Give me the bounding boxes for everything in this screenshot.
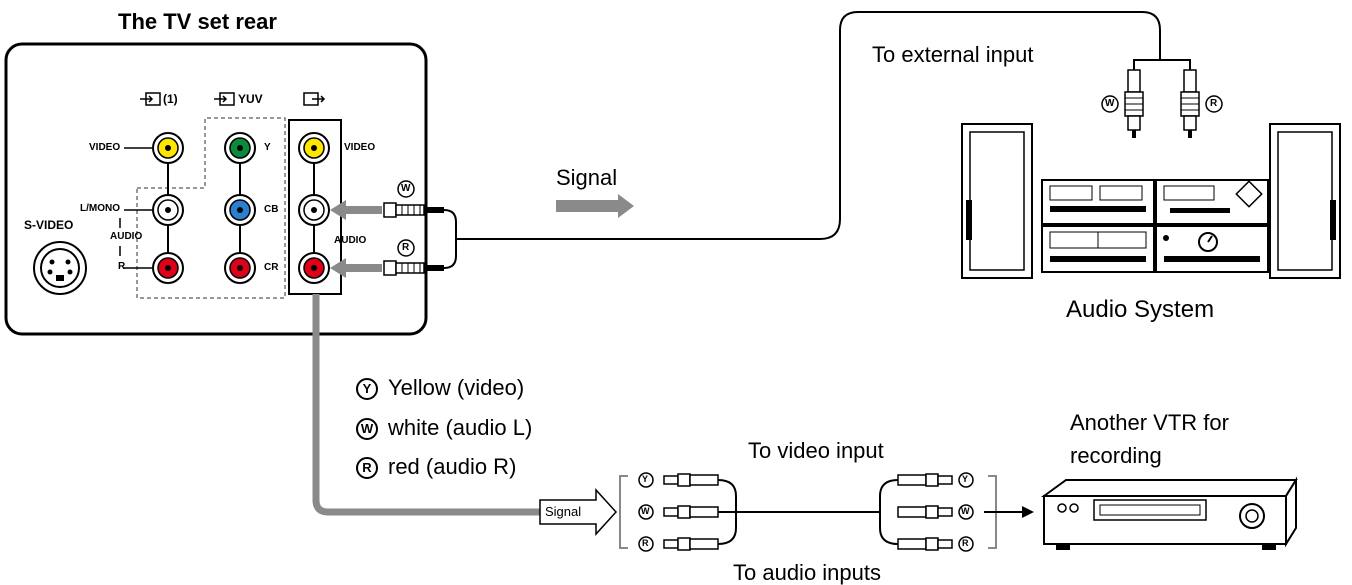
legend-text-white: white (audio L) <box>388 415 533 440</box>
plug-mark-r-tv <box>397 239 415 257</box>
input-yuv-icon <box>214 92 235 106</box>
rca-plug-red-audio <box>1180 69 1200 138</box>
video-in-label: VIDEO <box>89 142 121 153</box>
plug-mark-w-tv <box>397 180 415 198</box>
legend-mark-red: R <box>356 457 378 480</box>
audio-in-label: AUDIO <box>110 231 143 242</box>
jack-cb-blue <box>224 194 256 226</box>
bracket-left <box>619 475 628 549</box>
plug-mark-r-right: R <box>962 538 969 548</box>
svideo-jack <box>33 241 87 295</box>
video-out-label: VIDEO <box>344 142 376 153</box>
to-video-input-label: To video input <box>748 438 884 463</box>
jack-cr-red <box>224 252 256 284</box>
audio-cable <box>456 11 1161 240</box>
plug-mark-y-left: Y <box>642 474 649 484</box>
audio-system-label: Audio System <box>1066 296 1215 323</box>
r-in-label: R <box>118 261 126 272</box>
plug-mark-w-left: W <box>641 506 650 516</box>
signal-cable-vtr <box>312 294 548 516</box>
plug-mark-w-tv-text: W <box>401 183 411 194</box>
plug-mark-r-audio <box>1205 95 1223 113</box>
audio-cable-joint <box>443 209 457 269</box>
rca-plug-white-audio <box>1124 69 1144 138</box>
legend-yellow: Y Yellow (video) <box>356 375 525 401</box>
signal-label-vtr: Signal <box>545 504 582 519</box>
vtr-illustration <box>1040 476 1298 550</box>
plug-mark-w-audio-text: W <box>1105 98 1115 109</box>
cb-label: CB <box>264 204 279 215</box>
signal-arrow-vtr <box>539 488 618 536</box>
jack-audio-out-l-white <box>298 194 330 226</box>
to-external-input-label: To external input <box>872 42 1034 67</box>
legend-text-red: red (audio R) <box>388 454 517 479</box>
signal-arrow-audio <box>556 194 634 218</box>
y-label: Y <box>264 142 271 153</box>
jack-audio-out-r-red <box>298 252 330 284</box>
arrow-to-vtr <box>1022 506 1034 518</box>
signal-label-audio: Signal <box>556 165 618 190</box>
audio-out-label: AUDIO <box>334 235 367 246</box>
vtr-title-line2: recording <box>1070 443 1162 468</box>
legend-text-yellow: Yellow (video) <box>388 375 525 400</box>
input1-label: (1) <box>163 92 178 106</box>
lmono-label: L/MONO <box>80 203 120 214</box>
jack-audio-r-red <box>152 252 184 284</box>
jack-video-in-yellow <box>152 132 184 164</box>
legend-mark-yellow: Y <box>356 378 378 401</box>
rca-plug-white-tv <box>383 202 444 218</box>
insert-arrow-red <box>330 258 382 278</box>
rca-plugs-right <box>897 473 953 551</box>
input-icon <box>140 92 161 106</box>
legend-mark-white: W <box>356 418 378 441</box>
plug-mark-y-right: Y <box>962 474 969 484</box>
output-icon <box>303 92 326 106</box>
input-yuv-label: YUV <box>238 92 263 106</box>
insert-arrow-white <box>330 200 382 220</box>
plug-mark-r-audio-text: R <box>1210 98 1218 109</box>
vtr-title-line1: Another VTR for <box>1070 410 1229 435</box>
jack-audio-l-white <box>152 194 184 226</box>
input-group-outline <box>136 117 286 299</box>
plug-mark-w-right: W <box>961 506 970 516</box>
jack-video-out-yellow <box>298 132 330 164</box>
audio-system-illustration <box>961 123 1341 279</box>
svideo-label: S-VIDEO <box>24 218 74 232</box>
cr-label: CR <box>264 262 279 273</box>
to-audio-inputs-label: To audio inputs <box>733 560 881 585</box>
jack-y-green <box>224 132 256 164</box>
tv-rear-title: The TV set rear <box>118 9 277 34</box>
plug-mark-w-audio <box>1101 95 1119 113</box>
plug-mark-r-tv-text: R <box>402 242 410 253</box>
plug-mark-r-left: R <box>642 538 649 548</box>
rca-plugs-left <box>663 473 719 551</box>
rca-plug-red-tv <box>383 260 444 276</box>
